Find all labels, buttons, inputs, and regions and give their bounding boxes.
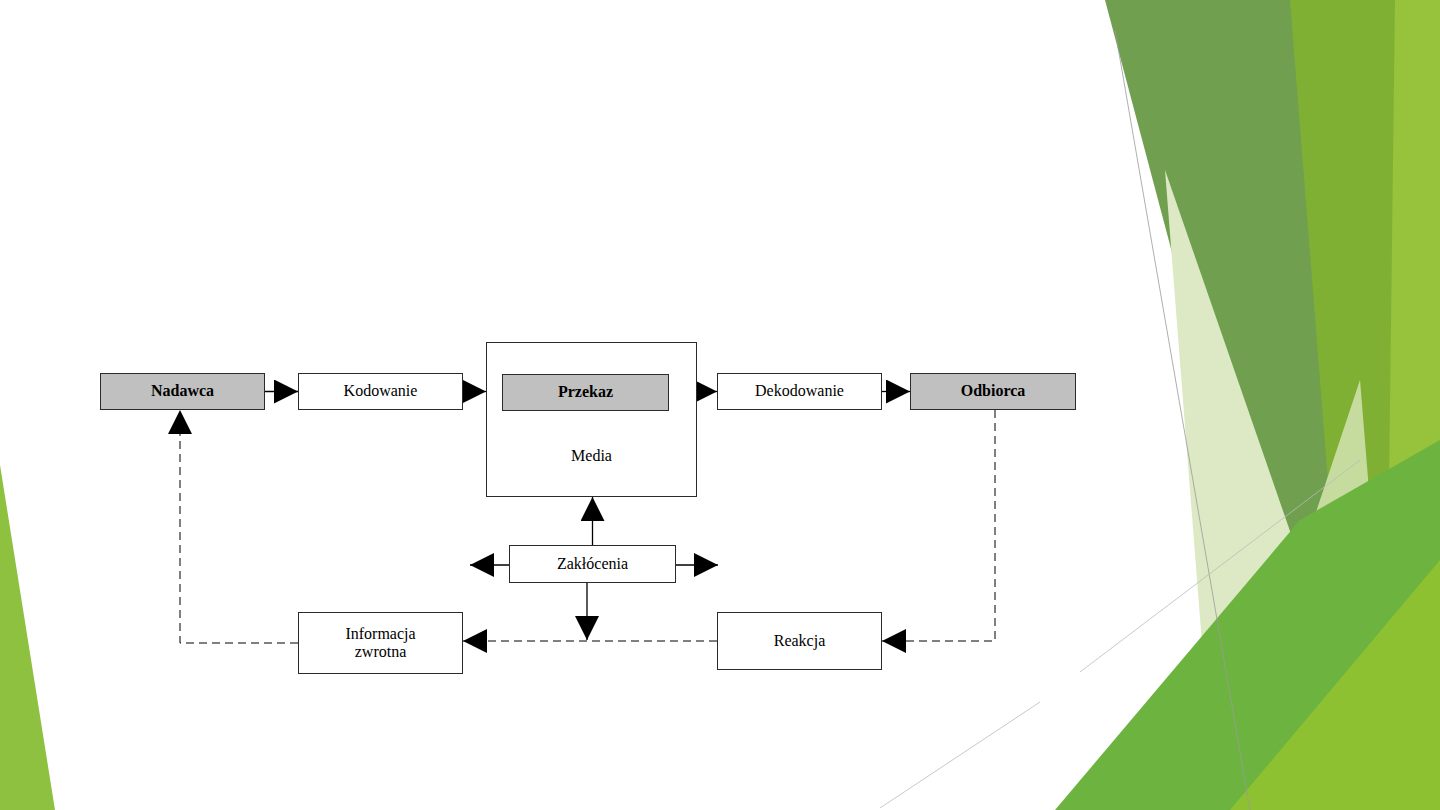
- noise-arrow: [586, 583, 587, 640]
- node-label: Przekaz: [558, 383, 613, 401]
- flow-connector: [592, 497, 593, 545]
- node-label: Informacja zwrotna: [336, 625, 426, 662]
- node-label: Nadawca: [151, 382, 214, 400]
- flow-connector: [697, 391, 717, 392]
- decor-triangle: [1055, 440, 1440, 810]
- node-label: Odbiorca: [961, 382, 1026, 400]
- message-box: Przekaz: [502, 374, 669, 411]
- process-box: Kodowanie: [298, 373, 463, 410]
- receiver-box: Odbiorca: [910, 373, 1076, 410]
- decor-triangle: [0, 465, 55, 810]
- decor-line: [1080, 460, 1360, 672]
- decor-triangle: [1230, 560, 1440, 810]
- noise-arrow: [676, 564, 718, 565]
- node-label: Dekodowanie: [755, 382, 844, 400]
- node-label: Kodowanie: [344, 382, 418, 400]
- feedback-connector: [180, 410, 298, 643]
- decor-line: [1115, 30, 1250, 810]
- feedback-box: Informacja zwrotna: [298, 612, 463, 674]
- flow-connector: [463, 391, 486, 392]
- decor-line: [880, 702, 1040, 808]
- response-box: Reakcja: [717, 612, 882, 670]
- node-label: Reakcja: [774, 632, 826, 650]
- node-label: Zakłócenia: [557, 555, 628, 573]
- flow-connector: [265, 391, 298, 392]
- media-box: Media Przekaz: [486, 342, 697, 497]
- noise-box: Zakłócenia: [509, 545, 676, 583]
- sender-box: Nadawca: [100, 373, 265, 410]
- feedback-connector: [463, 641, 717, 642]
- node-label: Media: [487, 447, 696, 465]
- flow-connector: [882, 391, 910, 392]
- feedback-connector: [882, 410, 995, 641]
- noise-arrow: [470, 564, 509, 565]
- process-box: Dekodowanie: [717, 373, 882, 410]
